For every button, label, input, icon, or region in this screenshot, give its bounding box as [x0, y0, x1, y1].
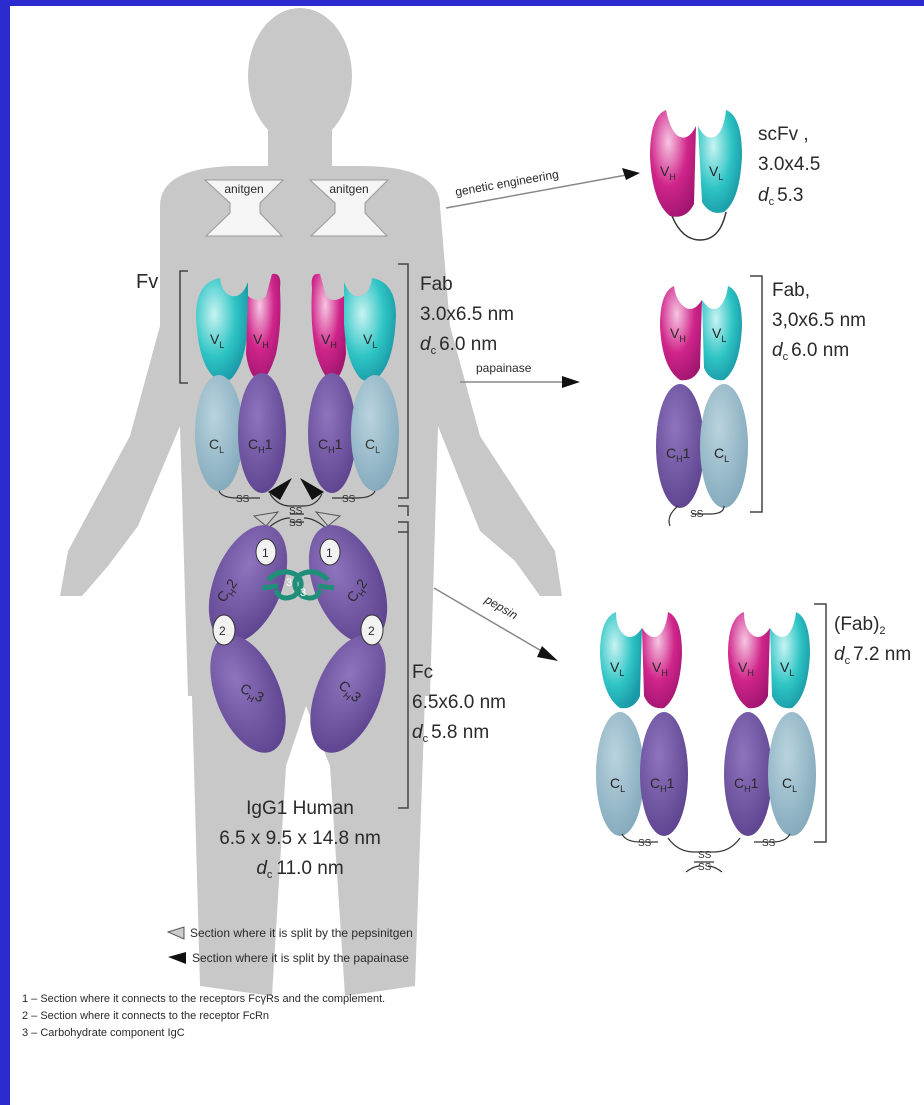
svg-text:dc7.2 nm: dc7.2 nm [834, 644, 911, 667]
svg-text:6.5 x 9.5 x 14.8 nm: 6.5 x 9.5 x 14.8 nm [219, 828, 381, 849]
svg-text:Fab,: Fab, [772, 280, 810, 301]
svg-text:Fc: Fc [412, 662, 433, 683]
ch1-domain [308, 373, 356, 493]
svg-text:scFv ,: scFv , [758, 124, 809, 145]
fab-fragment: SS VH VL CH1 CL [656, 286, 748, 526]
svg-text:Section where it is split by t: Section where it is split by the papaina… [192, 951, 409, 965]
fv-label: Fv [136, 271, 158, 293]
arrow-label-papain: papainase [476, 361, 532, 375]
svg-text:3: 3 [300, 587, 306, 599]
svg-text:3 – Carbohydrate component IgC: 3 – Carbohydrate component IgC [22, 1027, 185, 1039]
svg-text:2: 2 [368, 624, 375, 638]
arrow-label-genetic: genetic engineering [454, 167, 560, 199]
svg-text:3,0x6.5 nm: 3,0x6.5 nm [772, 310, 866, 331]
figure-panel: anitgen anitgen Fv VL VH VH VL CL CH1 CH… [10, 6, 924, 1105]
svg-text:Section where it is split by t: Section where it is split by the pepsini… [190, 926, 413, 940]
svg-text:SS: SS [698, 862, 712, 873]
svg-text:SS: SS [762, 838, 776, 849]
svg-text:SS: SS [638, 838, 652, 849]
ch1-domain [724, 712, 772, 836]
svg-text:Fab: Fab [420, 274, 453, 295]
svg-text:SS: SS [236, 494, 250, 505]
svg-text:SS: SS [342, 494, 356, 505]
svg-text:dc5.3: dc5.3 [758, 185, 804, 208]
svg-text:3.0x6.5 nm: 3.0x6.5 nm [420, 304, 514, 325]
ch1-domain [238, 373, 286, 493]
antigen-label-right: anitgen [329, 182, 368, 196]
svg-text:SS: SS [289, 518, 303, 529]
cl-domain [195, 375, 243, 491]
cl-domain [351, 375, 399, 491]
svg-text:SS: SS [690, 509, 704, 520]
arrow-label-pepsin: pepsin [482, 592, 521, 622]
svg-text:2: 2 [219, 624, 226, 638]
cl-domain [596, 712, 644, 836]
ch1-domain [640, 712, 688, 836]
cl-domain [768, 712, 816, 836]
svg-text:(Fab)2: (Fab)2 [834, 614, 886, 637]
svg-text:dc6.0 nm: dc6.0 nm [772, 340, 849, 363]
antibody-diagram: anitgen anitgen Fv VL VH VH VL CL CH1 CH… [10, 6, 924, 1105]
svg-text:SS: SS [289, 506, 303, 517]
ch1-domain [656, 384, 704, 508]
papain-legend-marker [168, 952, 186, 964]
fab2-fragment: SS SS SS SS VL VH VH VL CL CH1 CH1 CL [596, 612, 816, 873]
arrow-papain: papainase [460, 361, 580, 388]
svg-text:1 – Section where it connects: 1 – Section where it connects to the rec… [22, 993, 385, 1005]
arrow-pepsin: pepsin [434, 588, 558, 661]
scfv-fragment: VH VL [650, 110, 742, 240]
svg-text:1: 1 [326, 546, 333, 560]
svg-text:3: 3 [286, 577, 292, 589]
svg-text:SS: SS [698, 850, 712, 861]
arrow-genetic-engineering: genetic engineering [446, 167, 640, 208]
antigen-label-left: anitgen [224, 182, 263, 196]
svg-text:1: 1 [262, 546, 269, 560]
svg-text:2 – Section where it connects: 2 – Section where it connects to the rec… [22, 1010, 269, 1022]
pepsin-legend-marker [168, 927, 184, 939]
svg-text:IgG1 Human: IgG1 Human [246, 798, 354, 819]
svg-text:3.0x4.5: 3.0x4.5 [758, 154, 820, 175]
svg-text:6.5x6.0 nm: 6.5x6.0 nm [412, 692, 506, 713]
